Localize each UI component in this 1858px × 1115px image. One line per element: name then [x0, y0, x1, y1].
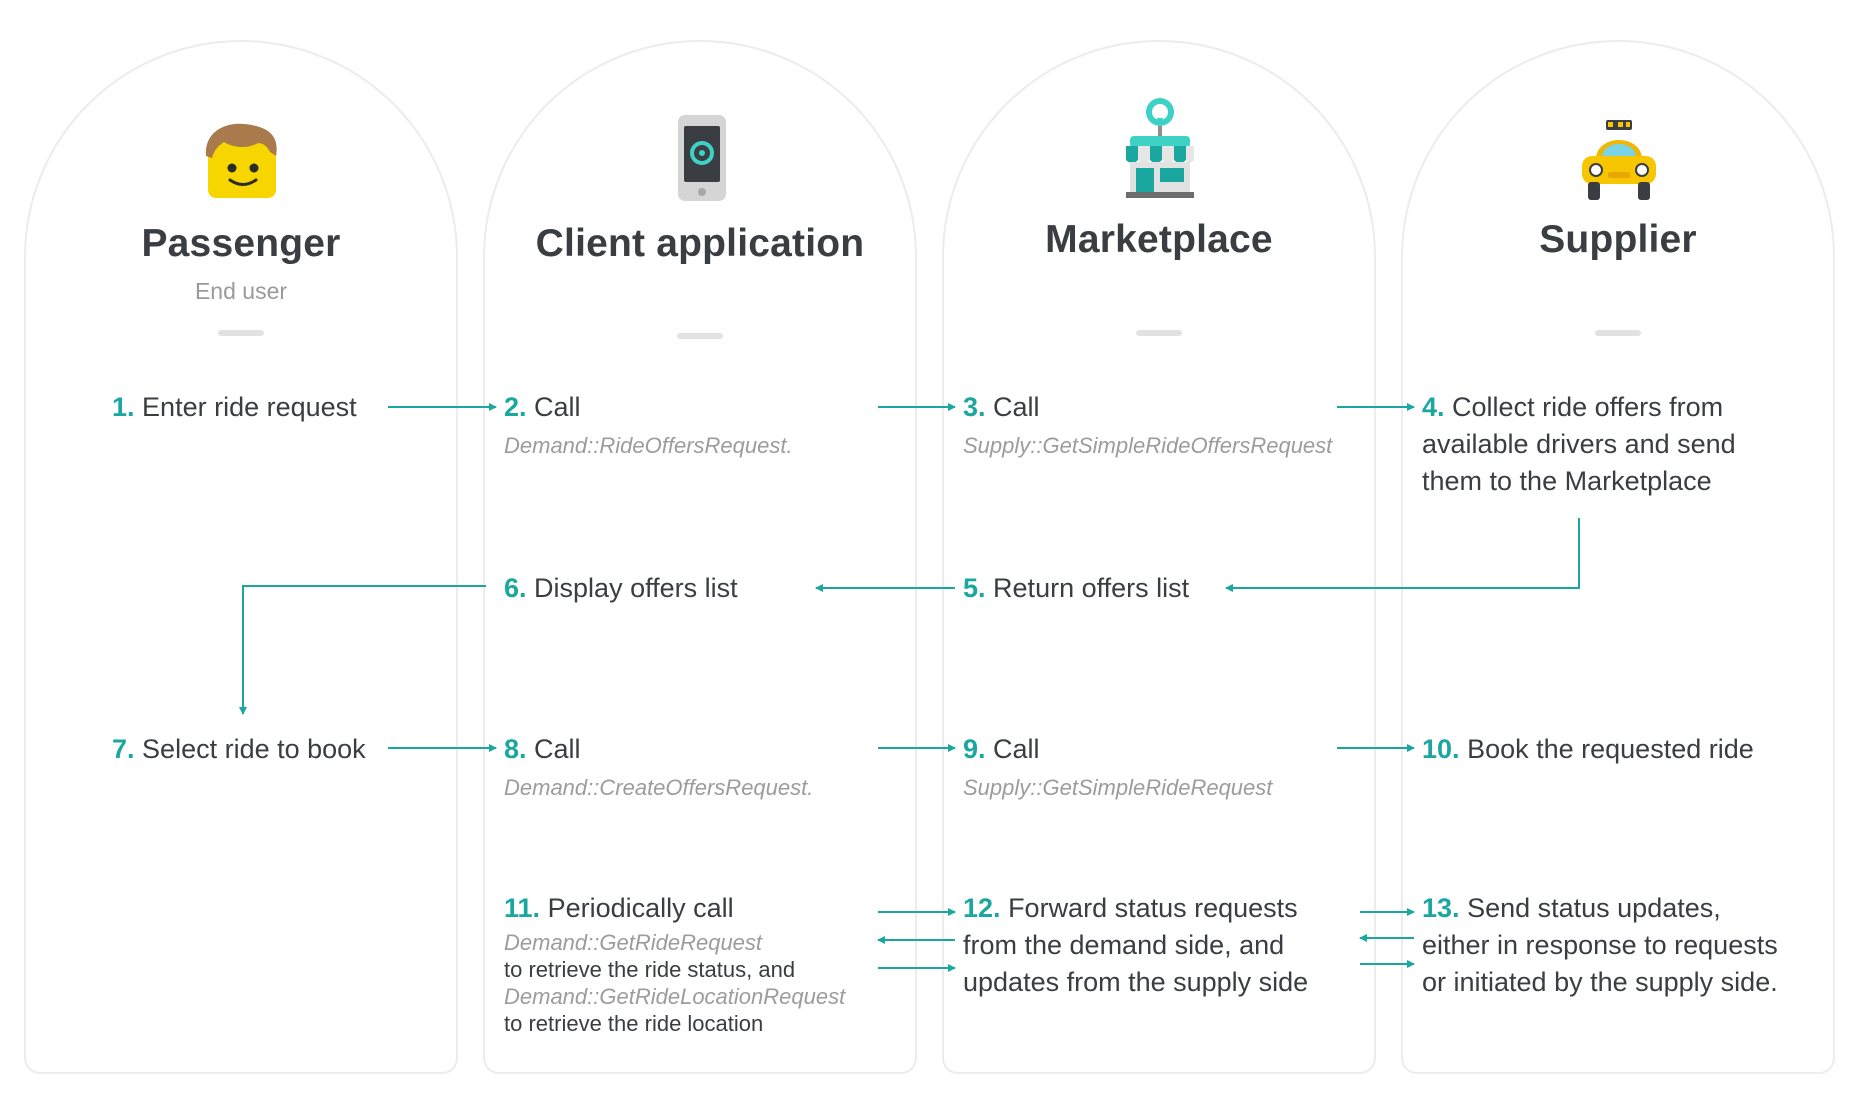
api-method: Demand::GetRideLocationRequest: [504, 984, 846, 1009]
step-text: Enter ride request: [142, 392, 357, 422]
column-title-marketplace: Marketplace: [1045, 218, 1273, 261]
api-method: Demand::RideOffersRequest.: [504, 433, 793, 458]
divider: [1595, 330, 1641, 336]
step-text: Call: [534, 392, 581, 422]
arrow-4-to-5: [1225, 518, 1580, 592]
step-number: 3.: [963, 392, 986, 422]
step-text-line: Send status updates,: [1467, 893, 1721, 923]
step-text: Call: [993, 392, 1040, 422]
step-number: 2.: [504, 392, 527, 422]
step-7: 7. Select ride to book: [112, 731, 366, 768]
step-text-line: or initiated by the supply side.: [1422, 967, 1778, 997]
passenger-face-icon: [204, 122, 280, 205]
smartphone-icon: [677, 114, 727, 207]
step-text-line: updates from the supply side: [963, 967, 1309, 997]
step-5: 5. Return offers list: [963, 570, 1189, 607]
divider: [677, 333, 723, 339]
step-text: Return offers list: [993, 573, 1190, 603]
step-text-line: them to the Marketplace: [1422, 466, 1712, 496]
step-text: Display offers list: [534, 573, 738, 603]
step-number: 12.: [963, 893, 1001, 923]
divider: [1136, 330, 1182, 336]
arrow-6-to-7: [239, 585, 486, 715]
step-number: 11.: [504, 893, 541, 923]
step-number: 6.: [504, 573, 527, 603]
step-text: Book the requested ride: [1467, 734, 1754, 764]
step-13: 13. Send status updates, either in respo…: [1422, 890, 1778, 1001]
step-number: 5.: [963, 573, 986, 603]
step-8: 8. Call Demand::CreateOffersRequest.: [504, 731, 813, 806]
step-detail: to retrieve the ride status, and: [504, 957, 796, 982]
step-text-line: Collect ride offers from: [1452, 392, 1724, 422]
step-text: Select ride to book: [142, 734, 366, 764]
step-4: 4. Collect ride offers from available dr…: [1422, 389, 1736, 500]
step-12: 12. Forward status requests from the dem…: [963, 890, 1308, 1001]
column-title-supplier: Supplier: [1539, 218, 1697, 261]
step-text: Call: [534, 734, 581, 764]
column-title-passenger: Passenger: [141, 222, 341, 265]
step-10: 10. Book the requested ride: [1422, 731, 1754, 768]
step-number: 7.: [112, 734, 135, 764]
step-number: 13.: [1422, 893, 1460, 923]
column-subtitle-passenger: End user: [194, 278, 288, 304]
divider: [218, 330, 264, 336]
api-method: Demand::GetRideRequest: [504, 930, 763, 955]
step-text-line: from the demand side, and: [963, 930, 1285, 960]
step-number: 1.: [112, 392, 135, 422]
step-11: 11. Periodically call Demand::GetRideReq…: [504, 890, 845, 1037]
taxi-icon: [1578, 118, 1660, 207]
api-method: Supply::GetSimpleRideRequest: [963, 775, 1273, 800]
marketplace-column: [942, 40, 1376, 1074]
api-method: Supply::GetSimpleRideOffersRequest: [963, 433, 1333, 458]
passenger-column: [24, 40, 458, 1074]
step-detail: to retrieve the ride location: [504, 1011, 764, 1036]
storefront-icon: [1124, 96, 1196, 205]
step-number: 10.: [1422, 734, 1460, 764]
column-title-client-application: Client application: [535, 222, 865, 265]
step-number: 8.: [504, 734, 527, 764]
step-1: 1. Enter ride request: [112, 389, 357, 426]
step-3: 3. Call Supply::GetSimpleRideOffersReque…: [963, 389, 1332, 464]
step-text-line: available drivers and send: [1422, 429, 1736, 459]
step-number: 4.: [1422, 392, 1445, 422]
client-application-column: [483, 40, 917, 1074]
step-6: 6. Display offers list: [504, 570, 738, 607]
step-9: 9. Call Supply::GetSimpleRideRequest: [963, 731, 1272, 806]
step-2: 2. Call Demand::RideOffersRequest.: [504, 389, 793, 464]
api-method: Demand::CreateOffersRequest.: [504, 775, 814, 800]
step-text: Call: [993, 734, 1040, 764]
step-number: 9.: [963, 734, 986, 764]
step-text: Periodically call: [547, 893, 734, 923]
step-text-line: Forward status requests: [1008, 893, 1298, 923]
supplier-column: [1401, 40, 1835, 1074]
step-text-line: either in response to requests: [1422, 930, 1778, 960]
